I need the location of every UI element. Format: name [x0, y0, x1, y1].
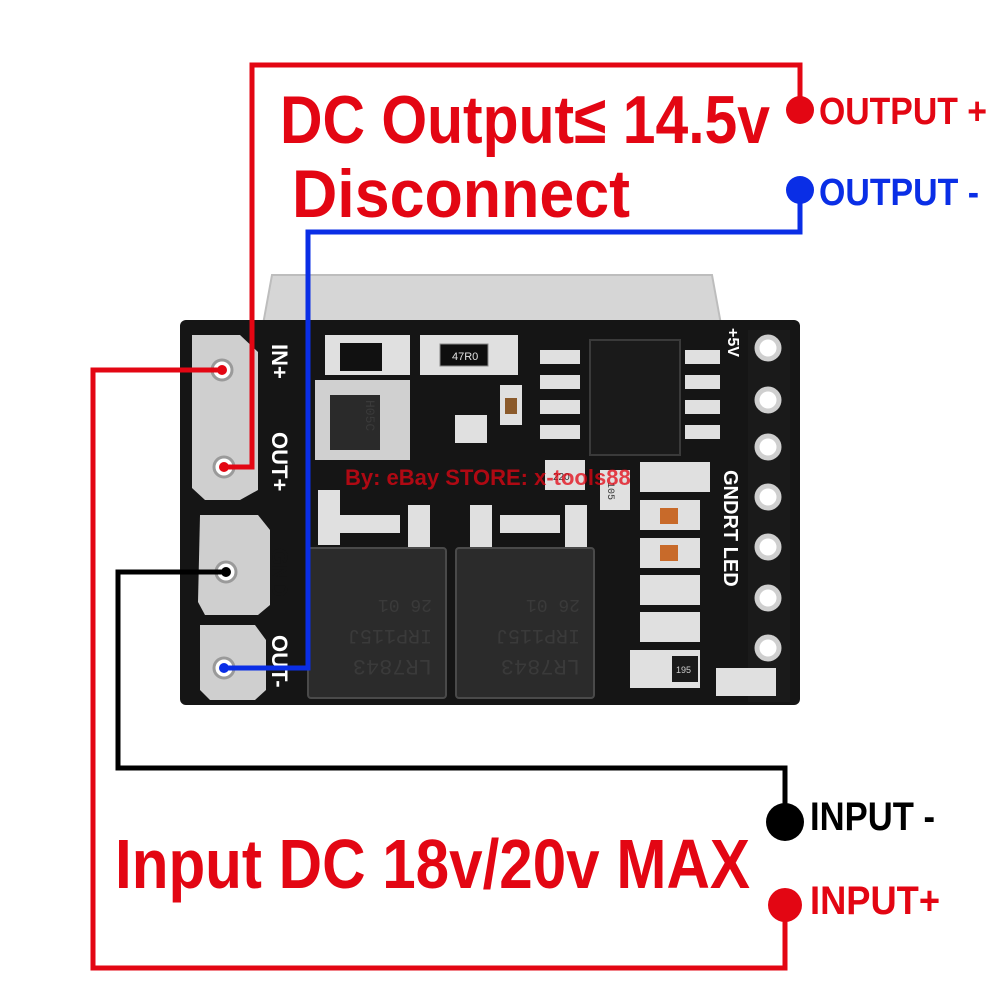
watermark: By: eBay STORE: x-tools88: [345, 465, 631, 490]
output-minus-label: OUTPUT -: [819, 172, 979, 214]
mosfet-right-line1: LR7843: [501, 653, 580, 678]
regulator-code: H05C: [362, 400, 377, 431]
mosfet-left-line2: IRP115J: [348, 623, 432, 646]
headline-disconnect: Disconnect: [292, 156, 630, 232]
output-minus-terminal-icon: [786, 176, 814, 204]
control-ic: [540, 339, 720, 456]
regulator-chip: [330, 395, 380, 450]
mosfet-left-line3: 26 01: [378, 594, 432, 614]
headline-output-limit: DC Output≤ 14.5v: [280, 82, 770, 158]
input-minus-terminal-icon: [766, 803, 804, 841]
resistor-code: 47R0: [452, 351, 478, 363]
input-plus-terminal-icon: [768, 888, 802, 922]
input-plus-wire: [90, 367, 788, 971]
pad-label-out-minus: OUT-: [267, 635, 292, 688]
pad-label-gnd: GND: [267, 548, 292, 597]
pad-label-out-plus: OUT+: [267, 432, 292, 491]
smd-code-195: 195: [676, 665, 691, 675]
wire-terminal-dot-icon: [219, 462, 229, 472]
smd-components: 220 105 195: [545, 460, 710, 688]
smd-code-220: 220: [553, 472, 570, 483]
wire-terminal-dot-icon: [221, 567, 231, 577]
output-plus-label: OUTPUT +: [819, 91, 987, 133]
wire-terminal-dot-icon: [219, 663, 229, 673]
pin-header: +5V GNDRT LED: [716, 328, 790, 702]
resistor-47r0: [439, 343, 489, 367]
output-minus-wire: [224, 190, 803, 671]
output-plus-terminal-icon: [786, 96, 814, 124]
header-label: GNDRT LED: [719, 470, 741, 587]
input-minus-wire: [115, 569, 788, 822]
top-components: 47R0 H05C: [315, 335, 522, 460]
input-plus-label: INPUT+: [810, 879, 940, 923]
pad-label-in-plus: IN+: [267, 344, 292, 379]
mosfet-right-line2: IRP115J: [496, 623, 580, 646]
mosfet-left: LR7843 IRP115J 26 01: [307, 547, 447, 699]
smd-code-105: 105: [604, 482, 615, 500]
mosfet-legs: [318, 490, 587, 550]
mosfet-right-line3: 26 01: [526, 594, 580, 614]
wire-terminal-dot-icon: [217, 365, 227, 375]
mosfet-left-line1-upright: LR7843: [353, 653, 432, 678]
output-plus-wire: [224, 62, 803, 470]
input-minus-label: INPUT -: [810, 795, 935, 839]
headline-input-max: Input DC 18v/20v MAX: [115, 825, 750, 903]
header-top-label: +5V: [724, 328, 741, 357]
mosfet-right: LR7843 IRP115J 26 01: [455, 547, 595, 699]
